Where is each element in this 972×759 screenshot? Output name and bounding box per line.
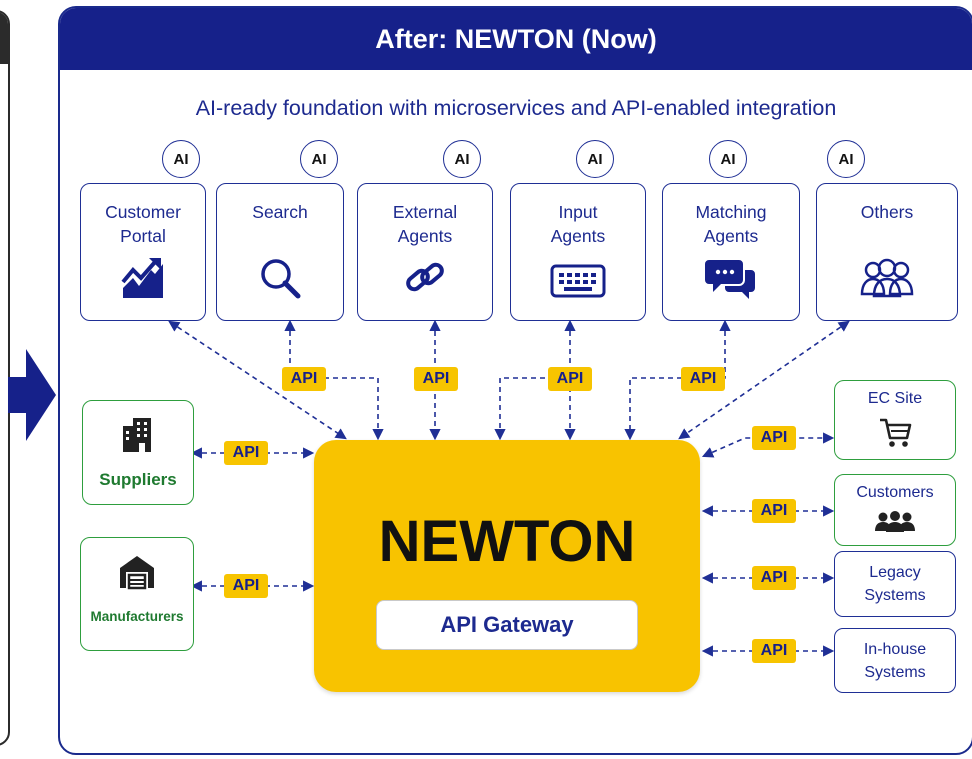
ai-badge: AI — [576, 140, 614, 178]
node-ec-site[interactable]: EC Site — [834, 380, 956, 460]
newton-core[interactable]: NEWTON API Gateway — [314, 440, 700, 692]
card-label: Others — [860, 202, 914, 222]
growth-chart-icon — [121, 258, 163, 298]
panel-subtitle: AI-ready foundation with microservices a… — [195, 96, 837, 120]
ai-badge: AI — [827, 140, 865, 178]
keyboard-icon — [550, 264, 606, 298]
cart-icon — [880, 418, 912, 447]
api-label: API — [282, 367, 326, 391]
api-label: API — [681, 367, 725, 391]
node-label: EC Site — [867, 390, 923, 407]
api-label: API — [752, 426, 796, 450]
api-label: API — [548, 367, 592, 391]
link-icon — [406, 262, 444, 292]
api-label: API — [752, 566, 796, 590]
node-label: Customers — [856, 484, 934, 501]
ai-badge: AI — [162, 140, 200, 178]
api-label: API — [414, 367, 458, 391]
node-legacy-systems[interactable]: Legacy Systems — [834, 551, 956, 617]
card-external-agents[interactable]: External Agents — [357, 183, 493, 321]
card-others[interactable]: Others — [816, 183, 958, 321]
node-customers[interactable]: Customers — [834, 474, 956, 546]
api-gateway[interactable]: API Gateway — [376, 600, 638, 650]
card-input-agents[interactable]: Input Agents — [510, 183, 646, 321]
users-icon — [860, 258, 914, 298]
card-label: External Agents — [392, 202, 458, 246]
search-icon — [261, 259, 301, 299]
card-search[interactable]: Search — [216, 183, 344, 321]
panel-header: After: NEWTON (Now) — [60, 8, 972, 70]
node-label: In-house Systems — [863, 641, 927, 681]
ai-badge: AI — [709, 140, 747, 178]
building-icon — [123, 418, 151, 452]
warehouse-icon — [120, 556, 154, 590]
card-label: Input Agents — [550, 202, 606, 246]
node-label: Legacy Systems — [864, 564, 926, 604]
newton-title: NEWTON — [378, 509, 636, 574]
card-label: Customer Portal — [105, 202, 181, 246]
api-label: API — [752, 499, 796, 523]
node-suppliers[interactable]: Suppliers — [82, 400, 194, 505]
card-customer-portal[interactable]: Customer Portal — [80, 183, 206, 321]
api-label: API — [224, 441, 268, 465]
ai-badge: AI — [443, 140, 481, 178]
ai-badge: AI — [300, 140, 338, 178]
node-label: Manufacturers — [90, 609, 184, 624]
transition-arrow-icon — [8, 349, 56, 441]
api-label: API — [224, 574, 268, 598]
card-label: Matching Agents — [695, 202, 767, 246]
card-label: Search — [252, 202, 308, 222]
card-matching-agents[interactable]: Matching Agents — [662, 183, 800, 321]
node-inhouse-systems[interactable]: In-house Systems — [834, 628, 956, 693]
node-manufacturers[interactable]: Manufacturers — [80, 537, 194, 651]
node-label: Suppliers — [99, 470, 177, 489]
chat-bubbles-icon — [705, 260, 755, 299]
people-icon — [875, 511, 915, 532]
api-label: API — [752, 639, 796, 663]
